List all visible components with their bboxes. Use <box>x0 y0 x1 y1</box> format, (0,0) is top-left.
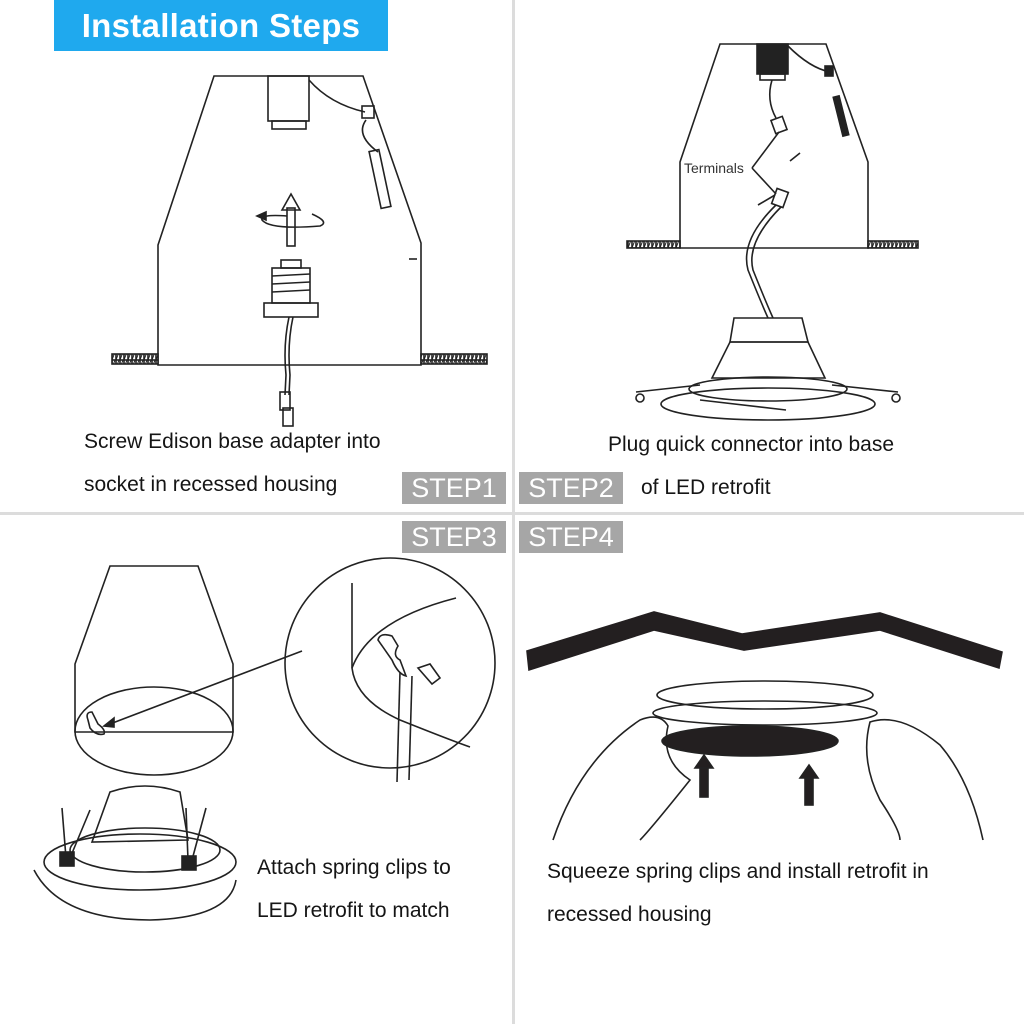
step1-caption: Screw Edison base adapter into socket in… <box>84 420 381 506</box>
step3-spring-clip-icon <box>33 557 496 921</box>
step4-caption: Squeeze spring clips and install retrofi… <box>547 850 929 936</box>
step2-caption-line1: Plug quick connector into base <box>608 433 895 456</box>
step2-connector-icon <box>626 43 919 421</box>
step3-caption-line1: Attach spring clips to <box>257 856 451 879</box>
step3-caption: Attach spring clips to LED retrofit to m… <box>257 846 451 932</box>
step2-badge: STEP2 <box>519 472 623 504</box>
step4-caption-line2: recessed housing <box>547 903 712 926</box>
step1-housing-icon <box>111 75 488 427</box>
step1-badge: STEP1 <box>402 472 506 504</box>
page-title: Installation Steps <box>54 0 388 51</box>
step3-caption-line2: LED retrofit to match <box>257 899 450 922</box>
step1-caption-line1: Screw Edison base adapter into <box>84 430 381 453</box>
step4-squeeze-install-icon <box>526 611 1003 841</box>
step2-caption-line2: of LED retrofit <box>641 476 771 499</box>
horizontal-divider <box>0 512 1024 515</box>
step3-badge: STEP3 <box>402 521 506 553</box>
step1-caption-line2: socket in recessed housing <box>84 473 338 496</box>
terminals-callout: Terminals <box>684 160 744 176</box>
step4-badge: STEP4 <box>519 521 623 553</box>
step4-caption-line1: Squeeze spring clips and install retrofi… <box>547 860 929 883</box>
